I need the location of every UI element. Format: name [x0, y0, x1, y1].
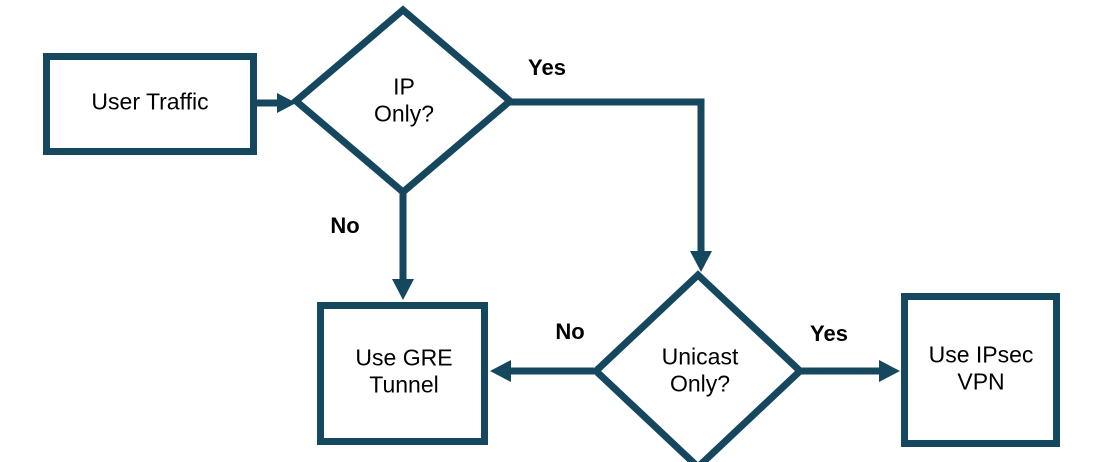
- edge-label-unicast-no: No: [555, 319, 585, 345]
- use-ipsec-node-shape: [901, 293, 1060, 447]
- use-gre-label: Use GRE Tunnel: [355, 344, 453, 397]
- edge-user-traffic-to-ip-only-arrowhead: [277, 93, 296, 113]
- edge-unicast-yes-arrowhead: [879, 360, 900, 382]
- unicast-only-label: Unicast Only?: [661, 343, 739, 396]
- edge-label-ip-no: No: [330, 213, 360, 239]
- user-traffic-label: User Traffic: [91, 88, 209, 115]
- user-traffic-node-shape: [43, 53, 257, 155]
- edge-label-unicast-yes: Yes: [810, 321, 848, 347]
- use-ipsec-label: Use IPsec VPN: [928, 341, 1034, 394]
- unicast-only-decision-shape: [590, 270, 806, 462]
- edge-label-ip-yes: Yes: [528, 55, 566, 81]
- edge-ip-only-yes-arrowhead: [690, 251, 712, 272]
- edge-ip-only-yes-to-unicast: [510, 98, 705, 253]
- edge-ip-only-no-arrowhead: [392, 279, 414, 300]
- use-gre-node-shape: [317, 302, 488, 445]
- ip-only-label: IP Only?: [373, 73, 435, 126]
- ip-only-decision-shape: [290, 5, 516, 197]
- edge-unicast-no-arrowhead: [490, 360, 511, 382]
